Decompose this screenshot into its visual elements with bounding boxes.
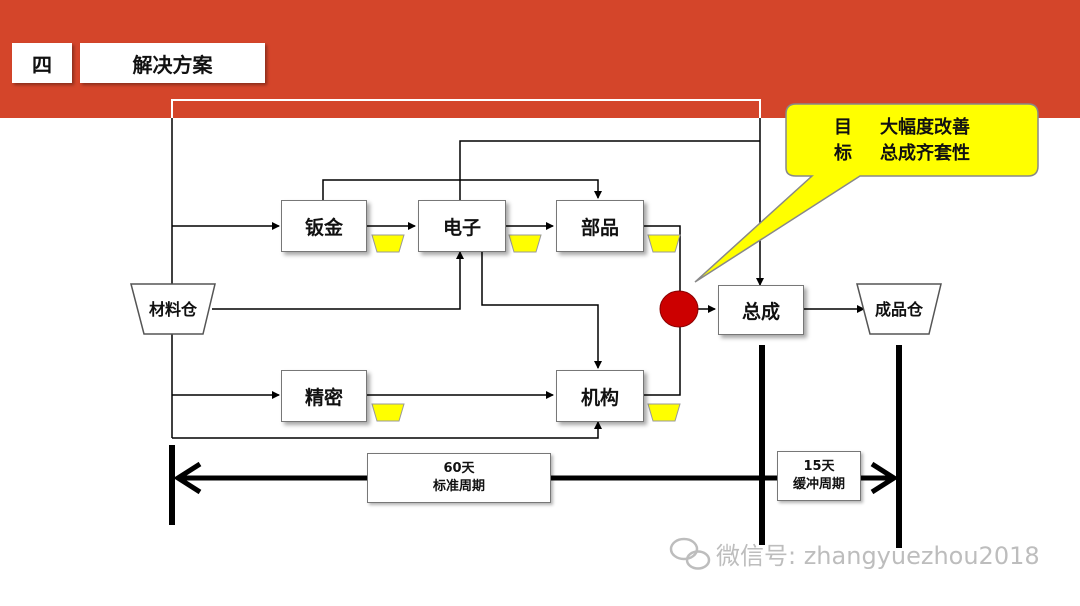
node-electronics: 电子	[418, 200, 506, 252]
watermark-text: 微信号: zhangyuezhou2018	[716, 542, 1040, 570]
buffer-cycle-label: 15天 缓冲周期	[777, 451, 861, 501]
buffer-precision	[371, 403, 405, 422]
buffer-sheet-metal	[371, 234, 405, 253]
standard-cycle-label: 60天 标准周期	[367, 453, 551, 503]
buffer-parts	[647, 234, 681, 253]
timeline-left-arrowhead	[173, 461, 202, 495]
top-loop-line	[171, 99, 761, 287]
arrow-electronics-to-mechanism	[481, 252, 602, 369]
finished-warehouse-label: 成品仓	[874, 300, 923, 319]
wechat-icon	[669, 537, 711, 570]
material-warehouse-shape	[130, 283, 216, 335]
material-warehouse-label: 材料仓	[148, 300, 197, 319]
standard-days: 60天	[443, 461, 475, 476]
line-parts-to-join	[643, 225, 681, 296]
buffer-days: 15天	[803, 459, 835, 474]
buffer-cycle-text: 缓冲周期	[792, 477, 845, 492]
node-assembly: 总成	[718, 285, 804, 335]
line-mechanism-to-join	[643, 322, 681, 396]
goal-text-2: 总成齐套性	[880, 143, 970, 164]
finished-warehouse-shape	[856, 283, 942, 335]
buffer-electronics	[508, 234, 542, 253]
goal-head-2: 标	[834, 143, 852, 164]
goal-text-1: 大幅度改善	[880, 117, 970, 138]
node-precision: 精密	[281, 370, 367, 422]
goal-callout-shape	[694, 103, 1039, 283]
node-mechanism: 机构	[556, 370, 644, 422]
standard-cycle-text: 标准周期	[432, 479, 485, 494]
node-sheet-metal: 钣金	[281, 200, 367, 252]
section-title: 解决方案	[80, 43, 265, 83]
goal-head-1: 目	[834, 117, 852, 138]
arrow-bottom-to-mechanism	[172, 421, 602, 439]
arrow-material-to-electronics	[212, 251, 464, 310]
line-electronics-top	[459, 140, 760, 200]
timeline-right-arrowhead	[870, 461, 899, 495]
join-point	[659, 290, 699, 328]
buffer-mechanism	[647, 403, 681, 422]
node-parts: 部品	[556, 200, 644, 252]
section-number: 四	[12, 43, 72, 83]
